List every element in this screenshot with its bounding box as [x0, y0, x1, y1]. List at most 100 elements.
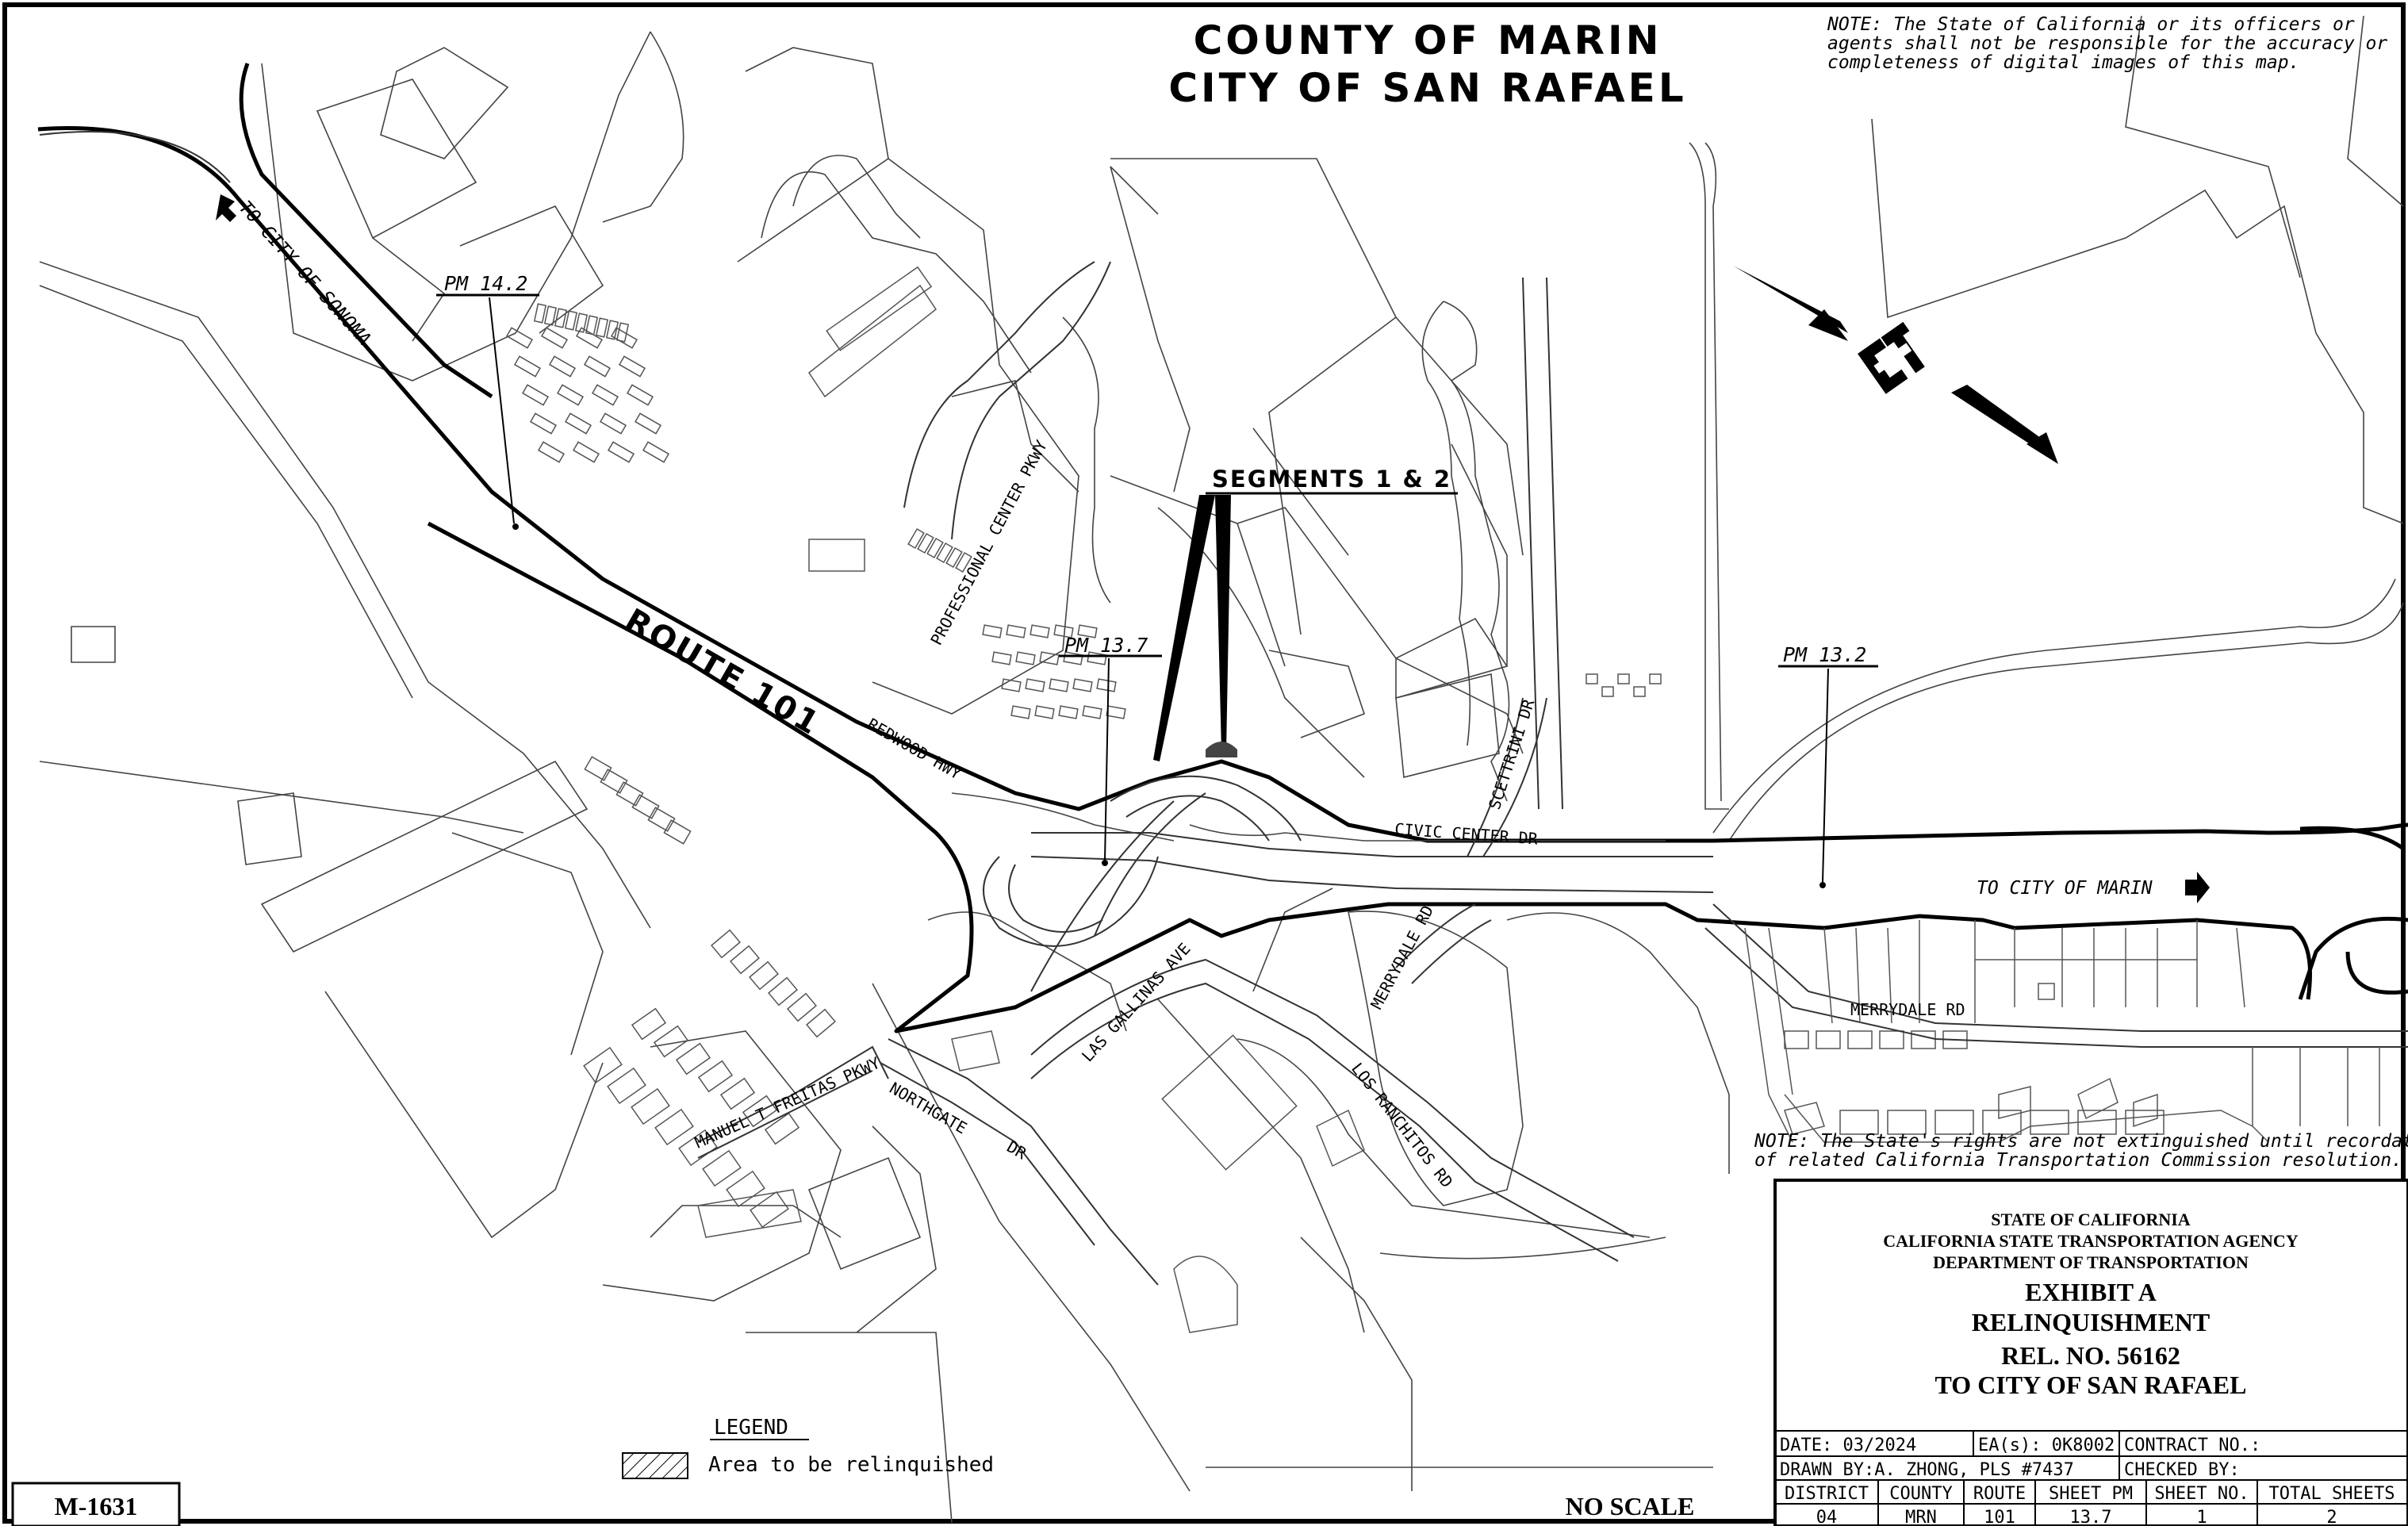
- street-merrydale-east: MERRYDALE RD: [1850, 1000, 1965, 1019]
- scale-note: NO SCALE: [1566, 1492, 1695, 1520]
- tb-agency-state: STATE OF CALIFORNIA: [1991, 1210, 2191, 1229]
- title-county: COUNTY OF MARIN: [1194, 17, 1662, 63]
- lot-block: [634, 412, 662, 435]
- lot-block: [711, 929, 741, 959]
- tb-value-route: 101: [1984, 1508, 2015, 1526]
- lot-block: [1010, 705, 1031, 719]
- lot-block: [564, 412, 592, 435]
- lot-block: [1649, 673, 1662, 684]
- lot-block: [543, 305, 558, 326]
- note-rights-line1: NOTE: The State's rights are not extingu…: [1754, 1131, 2408, 1152]
- tb-contract: CONTRACT NO.:: [2124, 1436, 2260, 1455]
- lot-block: [556, 384, 585, 406]
- lot-block: [583, 1046, 623, 1084]
- tb-header-total-sheets: TOTAL SHEETS: [2269, 1484, 2395, 1504]
- street-professional-center: PROFESSIONAL CENTER PKWY: [926, 437, 1051, 648]
- tb-exhibit: EXHIBIT A: [2025, 1278, 2157, 1306]
- note-accuracy-line2: agents shall not be responsible for the …: [1827, 33, 2387, 54]
- tb-header-route: ROUTE: [1973, 1484, 2026, 1504]
- lot-block: [2030, 1110, 2069, 1135]
- lot-block: [1025, 678, 1045, 692]
- tb-agency-cssta: CALIFORNIA STATE TRANSPORTATION AGENCY: [1883, 1231, 2299, 1251]
- lot-block: [572, 441, 600, 463]
- lot-block: [1847, 1030, 1873, 1049]
- lot-block: [945, 546, 963, 569]
- lot-block: [726, 1170, 765, 1208]
- lot-block: [653, 1025, 689, 1058]
- lot-block: [615, 322, 630, 343]
- lot-block: [991, 651, 1012, 665]
- lot-block: [663, 819, 692, 845]
- lot-block: [1077, 624, 1098, 638]
- map-number: M-1631: [55, 1492, 138, 1520]
- street-civic-center: CIVIC CENTER DR: [1394, 819, 1540, 849]
- lot-block: [955, 551, 972, 573]
- lot-block: [768, 976, 798, 1006]
- lot-block: [642, 441, 670, 463]
- caltrans-logo: [1858, 321, 1925, 394]
- lot-block: [764, 1112, 800, 1145]
- lot-block: [554, 308, 568, 328]
- lot-block: [917, 532, 934, 554]
- lot-block: [631, 1087, 670, 1125]
- street-los-ranchitos: LOS RANCHITOS RD: [1348, 1059, 1457, 1191]
- parking-lots: [505, 303, 2165, 1229]
- lot-block: [678, 1129, 718, 1167]
- lot-block: [1982, 1110, 2022, 1135]
- lot-block: [1015, 651, 1036, 665]
- lot-block: [750, 1191, 789, 1229]
- street-northgate-dr: DR: [1004, 1137, 1031, 1164]
- pm-13-2: PM 13.2: [1783, 643, 1866, 666]
- segments-label: SEGMENTS 1 & 2: [1212, 466, 1451, 493]
- lot-block: [575, 327, 604, 349]
- tb-drawn: DRAWN BY:A. ZHONG, PLS #7437: [1780, 1460, 2074, 1480]
- lot-block: [1034, 705, 1055, 719]
- lot-block: [631, 794, 660, 819]
- lot-block: [1049, 678, 1069, 692]
- tb-agency-dot: DEPARTMENT OF TRANSPORTATION: [1933, 1252, 2249, 1272]
- street-scettrini: SCETTRINI DR: [1485, 696, 1539, 812]
- lot-block: [618, 355, 646, 378]
- lot-block: [585, 315, 599, 335]
- tb-checked: CHECKED BY:: [2124, 1460, 2240, 1480]
- lot-block: [1006, 624, 1026, 638]
- lot-block: [605, 320, 619, 340]
- lot-block: [907, 527, 925, 550]
- lot-block: [982, 624, 1003, 638]
- legend-swatch: [622, 1452, 688, 1479]
- tb-date: DATE: 03/2024: [1780, 1436, 1916, 1455]
- lot-block: [742, 1095, 778, 1128]
- lot-block: [1030, 624, 1050, 638]
- lot-block: [675, 1042, 711, 1075]
- lot-block: [1072, 678, 1093, 692]
- lot-block: [697, 1060, 734, 1093]
- subdivision-east: [1744, 920, 2380, 1143]
- legend-item-label: Area to be relinquished: [708, 1453, 994, 1477]
- street-merrydale-north: MERRYDALE RD: [1367, 902, 1437, 1012]
- lot-block: [1053, 624, 1074, 638]
- tb-header-sheet-pm: SHEET PM: [2049, 1484, 2133, 1504]
- lot-block: [749, 960, 779, 991]
- street-redwood-hwy: REDWOOD HWY: [865, 715, 965, 784]
- lot-block: [1784, 1030, 1809, 1049]
- lot-block: [540, 327, 569, 349]
- lot-block: [719, 1077, 756, 1110]
- lot-block: [1879, 1030, 1904, 1049]
- building-footprints: [697, 266, 2158, 1333]
- note-rights-line2: of related California Transportation Com…: [1754, 1150, 2402, 1171]
- postmile-leaders: [436, 293, 1878, 888]
- lot-block: [607, 441, 635, 463]
- lot-block: [564, 310, 578, 331]
- lot-block: [1096, 678, 1117, 692]
- lot-block: [1887, 1110, 1927, 1135]
- lot-block: [806, 1008, 836, 1038]
- roads: [37, 63, 2408, 1286]
- pm-13-7: PM 13.7: [1064, 634, 1148, 657]
- tb-value-sheet-pm: 13.7: [2070, 1508, 2112, 1526]
- tb-value-county: MRN: [1905, 1508, 1937, 1526]
- lot-block: [631, 1007, 667, 1041]
- tb-header-district: DISTRICT: [1785, 1484, 1869, 1504]
- lot-block: [926, 537, 944, 559]
